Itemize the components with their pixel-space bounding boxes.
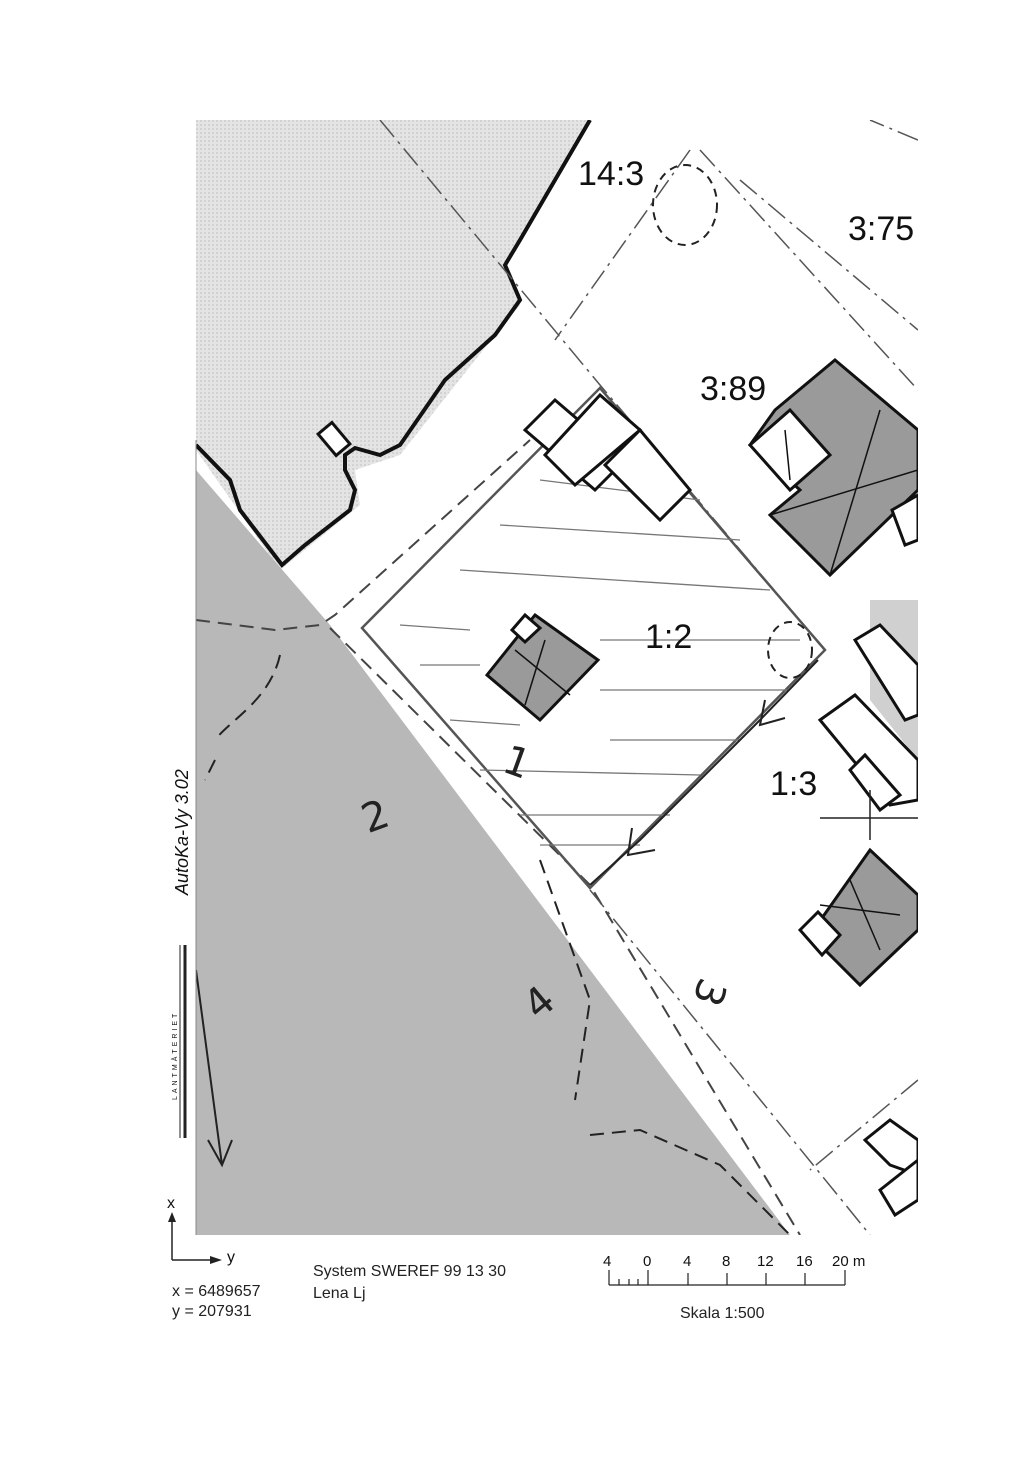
reference-system: System SWEREF 99 13 30 — [313, 1263, 506, 1280]
scale-tick-label: 20 m — [832, 1253, 865, 1270]
axis-x-label: x — [167, 1195, 175, 1212]
parcel-label-14-3: 14:3 — [578, 155, 644, 193]
agency-label: LANTMÄTERIET — [171, 1011, 179, 1100]
well-circle-2 — [767, 621, 813, 679]
north-arrow-line — [196, 969, 223, 1166]
flow-arrowhead-upper — [758, 699, 786, 727]
author-name: Lena Lj — [313, 1285, 366, 1302]
handwritten-number-1: 1 — [497, 737, 537, 789]
outbuildings — [315, 392, 918, 1218]
parcel-label-1-2: 1:2 — [645, 618, 692, 656]
software-label: AutoKa-Vy 3.02 — [172, 769, 192, 896]
scale-tick-label: 16 — [796, 1253, 813, 1270]
axis-indicator — [168, 1212, 222, 1264]
scale-tick-label: 12 — [757, 1253, 774, 1270]
scale-bar — [608, 1270, 846, 1286]
parcel-label-1-3: 1:3 — [770, 765, 817, 803]
parcel-boundaries — [379, 120, 918, 1235]
scale-tick-label: 4 — [683, 1253, 691, 1270]
north-arrow-head — [207, 1139, 233, 1168]
scale-tick-label: 8 — [722, 1253, 730, 1270]
scale-label: Skala 1:500 — [680, 1305, 765, 1322]
building-3-89 — [747, 358, 918, 578]
flow-arrow — [589, 659, 819, 886]
land-area — [196, 470, 790, 1235]
agency-strip — [179, 945, 187, 1138]
coordinate-y: y = 207931 — [172, 1303, 252, 1320]
building-1-3 — [797, 847, 918, 988]
forest-area — [196, 120, 590, 570]
scale-tick-label: 0 — [643, 1253, 651, 1270]
parcel-label-3-75: 3:75 — [848, 210, 914, 248]
reference-line — [820, 790, 918, 840]
scale-tick-label: 4 — [603, 1253, 611, 1270]
coordinate-x: x = 6489657 — [172, 1283, 261, 1300]
axis-y-label: y — [227, 1249, 235, 1266]
well-circle-1 — [652, 164, 718, 246]
parcel-1-2-outline — [360, 386, 827, 890]
buildings — [315, 358, 918, 1218]
shoreline — [196, 120, 592, 568]
handwritten-number-3: 3 — [683, 972, 735, 1012]
parcel-hatching — [399, 479, 800, 846]
scale-ticks: 4 0 4 8 12 16 20 m — [603, 1253, 865, 1270]
parcel-label-3-89: 3:89 — [700, 370, 766, 408]
flow-arrowhead-lower — [626, 827, 656, 857]
dashed-path-1 — [204, 654, 791, 1235]
building-1-2 — [484, 612, 601, 723]
